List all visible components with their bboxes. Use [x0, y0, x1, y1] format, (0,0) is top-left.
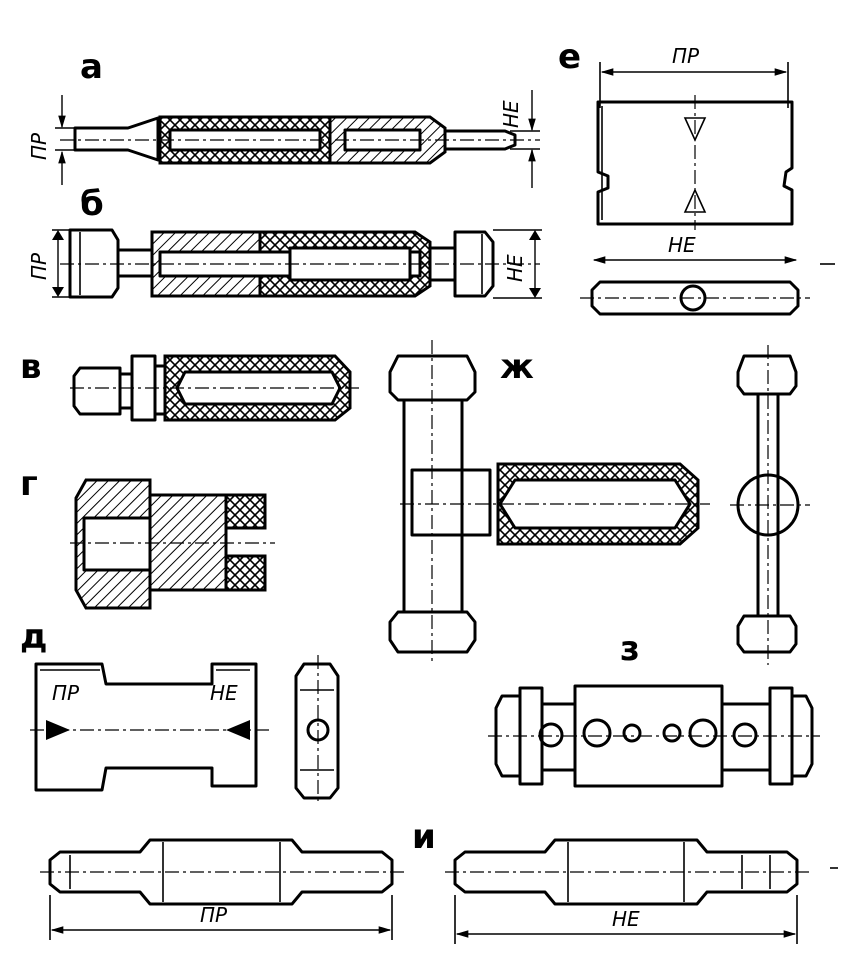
label-z: з	[620, 629, 640, 669]
dim-label-pr-a: ПР	[27, 132, 51, 160]
dim-label-pr-d: ПР	[52, 681, 80, 705]
gauge-a: а ПР НЕ	[27, 47, 540, 188]
label-d: д	[20, 617, 47, 657]
label-a: а	[80, 47, 103, 87]
dim-label-ne-i: НЕ	[612, 907, 640, 931]
gauge-b: б ПР НЕ	[27, 184, 542, 299]
dim-label-ne-b: НЕ	[503, 254, 527, 282]
gauge-v: в	[20, 347, 360, 422]
label-v: в	[20, 347, 42, 387]
gauge-z: з	[488, 629, 820, 788]
dim-label-pr-i: ПР	[200, 903, 228, 927]
label-i: и	[412, 817, 436, 857]
label-e: е	[558, 37, 581, 77]
label-zh: ж	[500, 347, 534, 387]
dim-label-ne-e: НЕ	[668, 233, 696, 257]
gauge-i: и ПР НЕ	[40, 817, 838, 944]
dim-label-pr-e: ПР	[672, 44, 700, 68]
gauge-zh: ж	[388, 340, 810, 665]
gauge-d: д ПР НЕ	[20, 617, 340, 805]
label-b: б	[80, 184, 104, 224]
dim-label-ne-d: НЕ	[210, 681, 238, 705]
gauge-e: е ПР НЕ	[558, 37, 835, 316]
dim-label-pr-b: ПР	[27, 252, 51, 280]
label-g: г	[20, 464, 38, 504]
gauge-g: г	[20, 464, 275, 610]
dim-label-ne-a: НЕ	[499, 100, 523, 128]
